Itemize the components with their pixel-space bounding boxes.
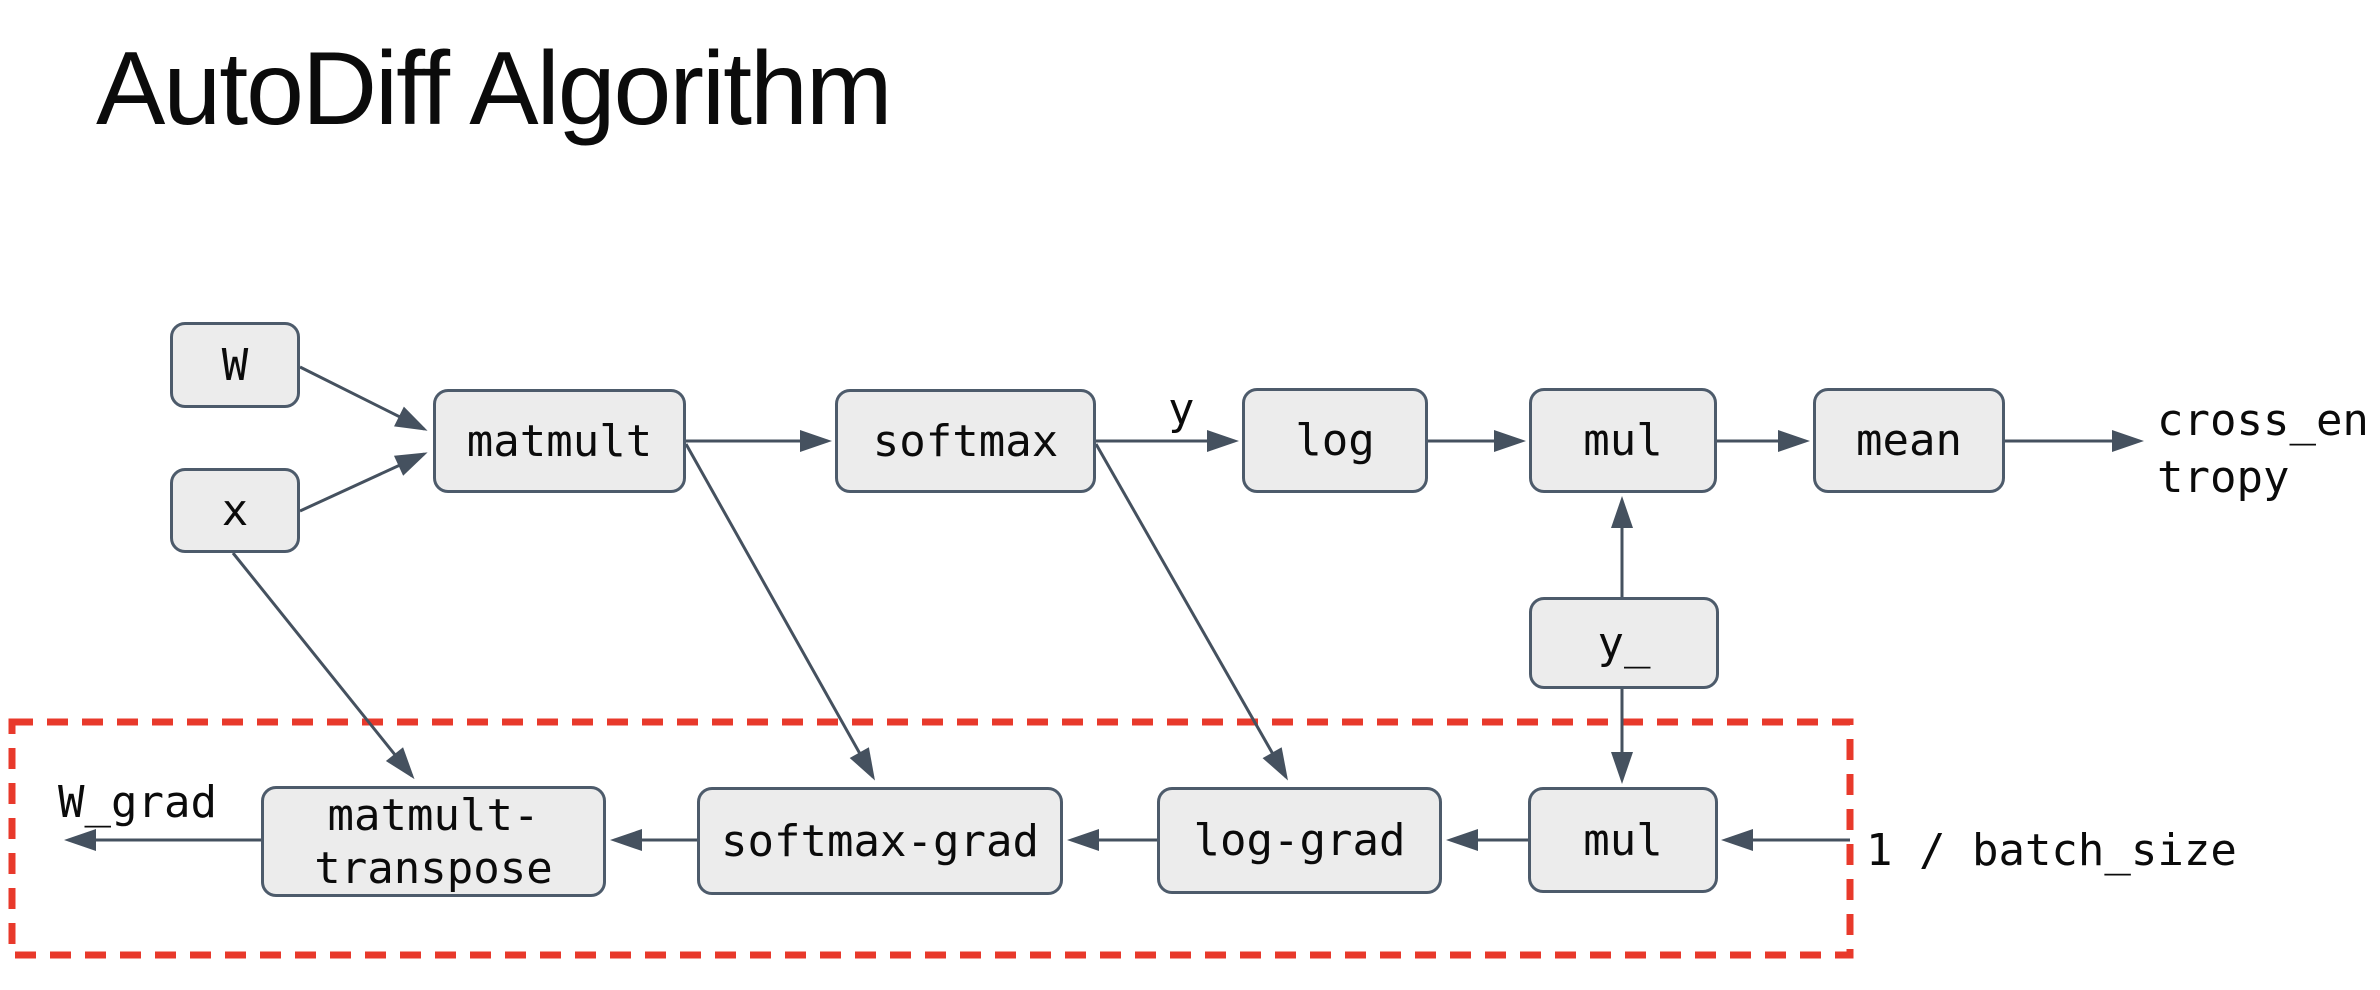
- node-log-grad-label: log-grad: [1193, 815, 1406, 866]
- node-matmult-transpose: matmult- transpose: [261, 786, 606, 897]
- node-matmult-label: matmult: [466, 415, 653, 467]
- node-x-label: x: [221, 485, 249, 536]
- edge-x-to-matmult: [299, 452, 428, 513]
- output-label-cross-entropy-line2: tropy: [2157, 452, 2290, 503]
- node-log: log: [1242, 388, 1428, 493]
- node-matmult-transpose-line1: matmult-: [327, 789, 540, 841]
- output-label-w-grad: W_grad: [58, 777, 217, 828]
- input-label-batch-size: 1 / batch_size: [1866, 825, 2237, 876]
- node-mul-backward: mul: [1528, 787, 1718, 893]
- edge-matmult-to-softmax-grad: [684, 443, 875, 781]
- node-log-label: log: [1295, 415, 1375, 466]
- backward-pass-highlight-box: [8, 718, 1854, 959]
- edge-softmax-to-log-grad: [1094, 443, 1288, 781]
- node-mul-backward-label: mul: [1583, 814, 1663, 866]
- output-label-cross-entropy: cross_en tropy: [2157, 392, 2369, 506]
- edge-label-y: y: [1168, 384, 1195, 435]
- node-y-target: y_: [1529, 597, 1719, 689]
- node-softmax: softmax: [835, 389, 1096, 493]
- node-mean: mean: [1813, 388, 2005, 493]
- edge-x-to-matmult-transpose: [231, 552, 415, 780]
- node-softmax-grad-label: softmax-grad: [721, 815, 1039, 867]
- node-y-target-label: y_: [1597, 617, 1651, 669]
- node-matmult: matmult: [433, 389, 686, 493]
- node-matmult-transpose-line2: transpose: [314, 842, 553, 894]
- edge-w-to-matmult: [299, 365, 428, 431]
- node-softmax-grad: softmax-grad: [697, 787, 1063, 895]
- node-x: x: [170, 468, 300, 553]
- page-title: AutoDiff Algorithm: [96, 31, 892, 147]
- node-mul-forward-label: mul: [1583, 415, 1663, 466]
- node-log-grad: log-grad: [1157, 787, 1442, 894]
- node-mul-forward: mul: [1529, 388, 1717, 493]
- node-softmax-label: softmax: [872, 415, 1059, 467]
- node-mean-label: mean: [1856, 415, 1962, 466]
- node-w-label: W: [221, 339, 249, 391]
- node-w: W: [170, 322, 300, 408]
- output-label-cross-entropy-line1: cross_en: [2157, 395, 2369, 446]
